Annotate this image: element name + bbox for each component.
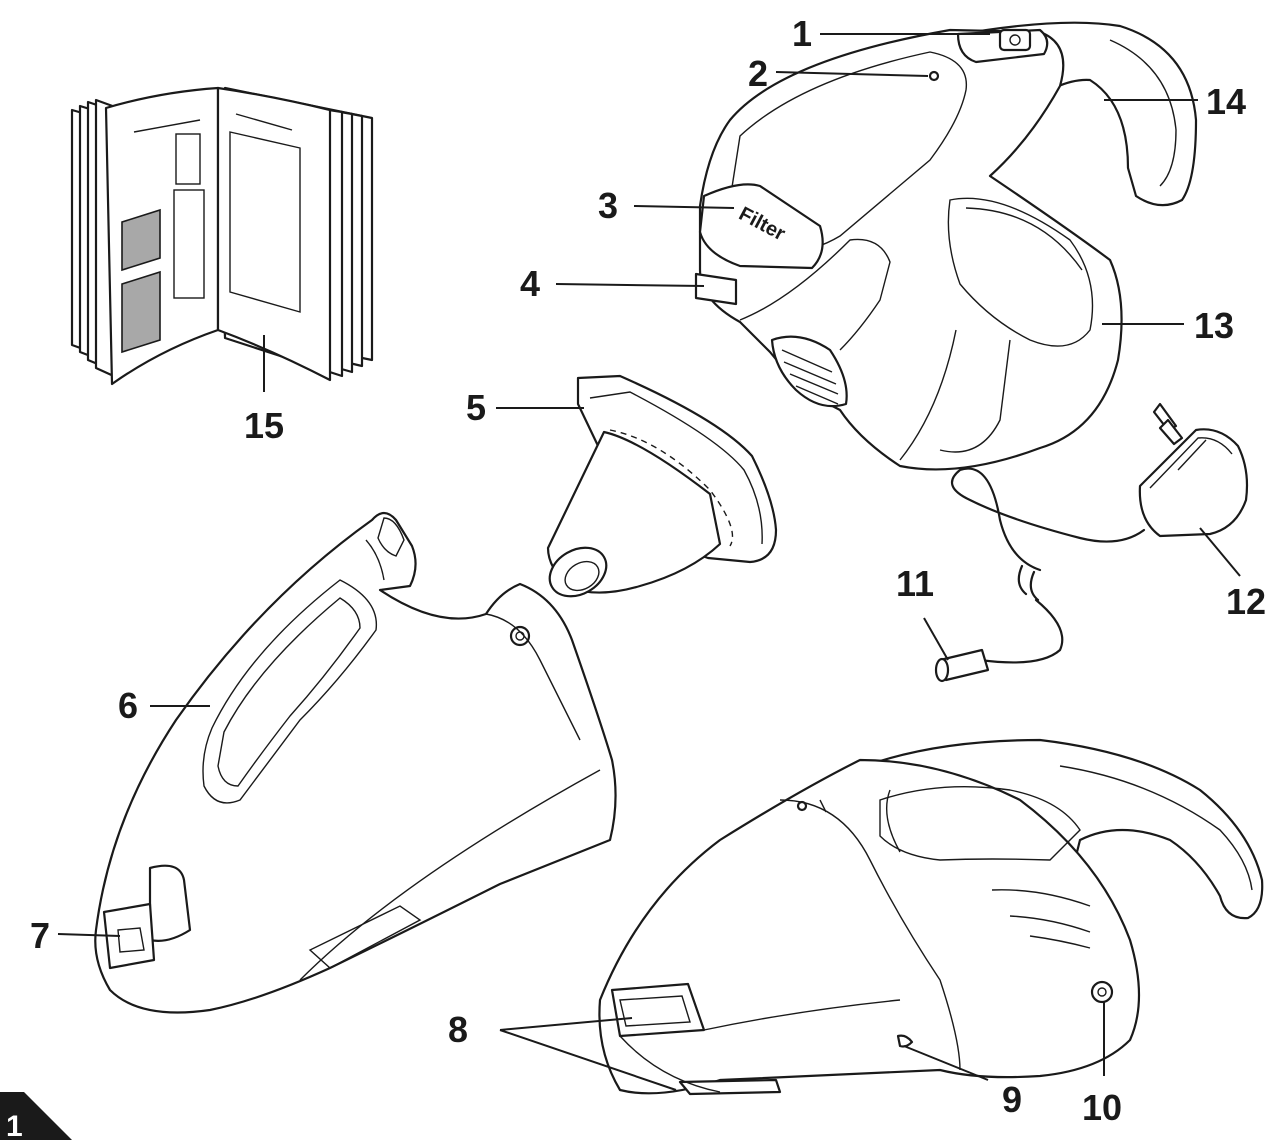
vacuum-body-upper: Filter [694,21,1198,471]
callout-labels: 1 2 3 4 5 6 7 8 9 10 11 12 13 14 15 [30,13,1266,1128]
vacuum-assembled [598,738,1264,1096]
charger-adapter [934,402,1249,683]
callout-13: 13 [1194,305,1234,346]
callout-1: 1 [792,13,812,54]
callout-14: 14 [1206,81,1246,122]
callout-11: 11 [896,563,934,604]
leader-lines [57,33,1241,1091]
callout-10: 10 [1082,1087,1122,1128]
callout-3: 3 [598,185,618,226]
callout-15: 15 [244,405,284,446]
callout-2: 2 [748,53,768,94]
callout-7: 7 [30,915,50,956]
callout-9: 9 [1002,1079,1022,1120]
figure-number-tab: 1 [0,1092,72,1140]
callout-5: 5 [466,387,486,428]
callout-8: 8 [448,1009,468,1050]
callout-12: 12 [1226,581,1266,622]
crevice-nozzle [546,374,778,598]
figure-tab-shape [0,1092,72,1140]
dust-container [94,511,617,1014]
figure-number: 1 [6,1110,23,1140]
instruction-manual [70,86,374,392]
callout-6: 6 [118,685,138,726]
callout-4: 4 [520,263,540,304]
